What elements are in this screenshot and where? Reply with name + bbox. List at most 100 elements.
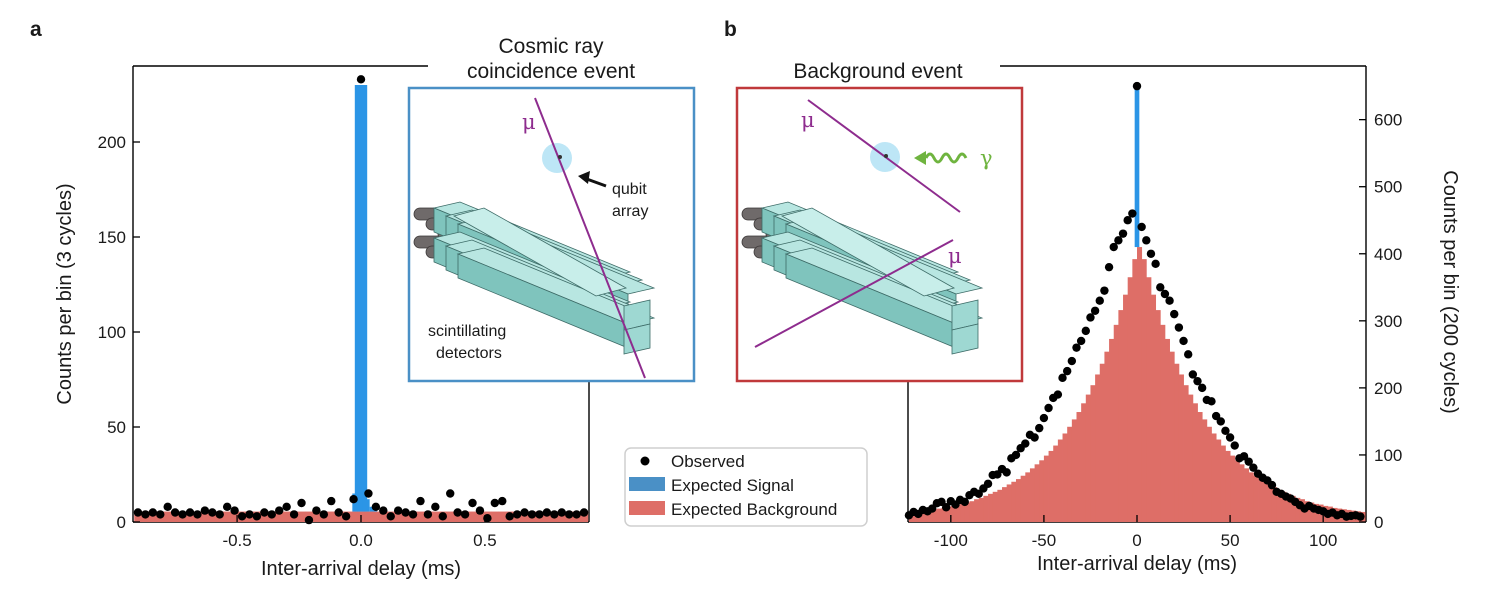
background-bar	[453, 511, 462, 522]
background-bar	[580, 511, 589, 522]
background-bar	[1025, 472, 1031, 522]
background-bar	[1141, 259, 1147, 522]
x-tick-label: -50	[1032, 531, 1057, 550]
background-detector-drawing	[741, 99, 984, 355]
background-bar	[1015, 479, 1022, 522]
observed-point	[341, 512, 351, 521]
background-bar	[1183, 385, 1189, 522]
observed-point	[535, 510, 544, 519]
observed-point	[1230, 441, 1239, 450]
observed-point	[401, 508, 410, 517]
background-bar	[230, 511, 239, 522]
observed-point	[1179, 336, 1188, 346]
legend-background-swatch	[629, 501, 665, 515]
observed-point	[1086, 313, 1095, 322]
background-bar	[163, 511, 172, 522]
qubit-array-icon	[542, 143, 572, 173]
observed-point	[1249, 463, 1258, 472]
observed-point	[1197, 383, 1207, 393]
observed-point	[200, 506, 210, 515]
gamma-wave-icon	[924, 152, 968, 164]
chart-a-ylabel: Counts per bin (3 cycles)	[54, 183, 76, 404]
observed-point	[356, 75, 366, 84]
background-bar	[1244, 468, 1250, 522]
observed-point	[453, 508, 462, 517]
y-tick-label: 0	[117, 513, 126, 532]
detector-label-line2: detectors	[436, 345, 502, 362]
scintillator-stack-icon	[413, 201, 656, 355]
observed-point	[1072, 343, 1081, 352]
observed-point	[1170, 309, 1179, 319]
background-inset-title: Background event	[793, 60, 962, 83]
background-inset: Background event μ μ γ	[735, 60, 1024, 383]
legend-observed-label: Observed	[671, 452, 745, 471]
observed-point	[941, 503, 951, 512]
observed-point	[275, 506, 284, 515]
observed-point	[141, 510, 150, 519]
background-bar	[349, 511, 358, 522]
observed-point	[289, 510, 299, 519]
background-bar	[997, 489, 1003, 522]
background-mu-label-1: μ	[801, 108, 815, 132]
observed-point	[572, 510, 581, 519]
background-bar	[401, 511, 410, 522]
observed-point	[215, 510, 224, 519]
observed-point	[1216, 417, 1225, 426]
panel-a-letter: a	[30, 18, 42, 41]
background-bar	[223, 511, 232, 522]
background-bar	[1155, 310, 1161, 522]
background-bar	[1206, 426, 1212, 522]
x-tick-label: 0.5	[473, 531, 497, 550]
observed-point	[1011, 450, 1021, 460]
observed-point	[520, 508, 529, 517]
background-bar	[955, 504, 961, 522]
background-bar	[1076, 412, 1082, 522]
observed-point	[498, 496, 507, 506]
observed-point	[579, 508, 589, 517]
observed-point	[1035, 423, 1044, 433]
y-tick-label: 400	[1374, 245, 1402, 264]
observed-point	[193, 510, 202, 519]
background-bar	[171, 511, 180, 522]
observed-point	[1156, 283, 1165, 292]
background-bar	[1271, 487, 1278, 522]
background-bar	[1202, 419, 1208, 522]
observed-point	[1267, 480, 1277, 490]
background-bar	[282, 511, 291, 522]
background-bar	[364, 511, 373, 522]
background-bar	[1146, 277, 1152, 522]
legend-background-label: Expected Background	[671, 500, 837, 519]
background-bar	[1197, 412, 1203, 522]
cosmic-inset-title-line2: coincidence event	[467, 60, 635, 83]
background-bar	[1123, 294, 1129, 522]
background-bar	[1276, 489, 1282, 522]
detector-label-line1: scintillating	[428, 323, 506, 340]
background-bar	[946, 506, 952, 522]
observed-point	[245, 510, 254, 519]
observed-point	[230, 506, 239, 515]
observed-point	[349, 495, 358, 504]
background-bar	[394, 511, 403, 522]
observed-point	[550, 510, 559, 519]
observed-point	[1081, 326, 1091, 336]
background-bar	[1011, 481, 1017, 522]
observed-point	[438, 512, 447, 521]
observed-point	[178, 510, 187, 519]
background-bar	[1192, 403, 1198, 522]
background-bar	[1071, 419, 1077, 522]
observed-point	[960, 497, 969, 507]
background-bar	[1258, 479, 1264, 522]
background-bar	[1132, 259, 1138, 522]
observed-point	[1021, 439, 1030, 448]
background-bar	[149, 511, 157, 522]
background-bar	[983, 495, 989, 522]
background-bar	[1006, 484, 1012, 522]
observed-point	[1058, 373, 1067, 383]
cosmic-inset: Cosmic ray coincidence event μ qubit arr…	[407, 35, 696, 383]
background-bar	[1057, 439, 1063, 522]
observed-point	[252, 512, 262, 521]
legend: Observed Expected Signal Expected Backgr…	[624, 447, 868, 527]
observed-point	[1356, 512, 1365, 521]
observed-point	[379, 506, 388, 515]
